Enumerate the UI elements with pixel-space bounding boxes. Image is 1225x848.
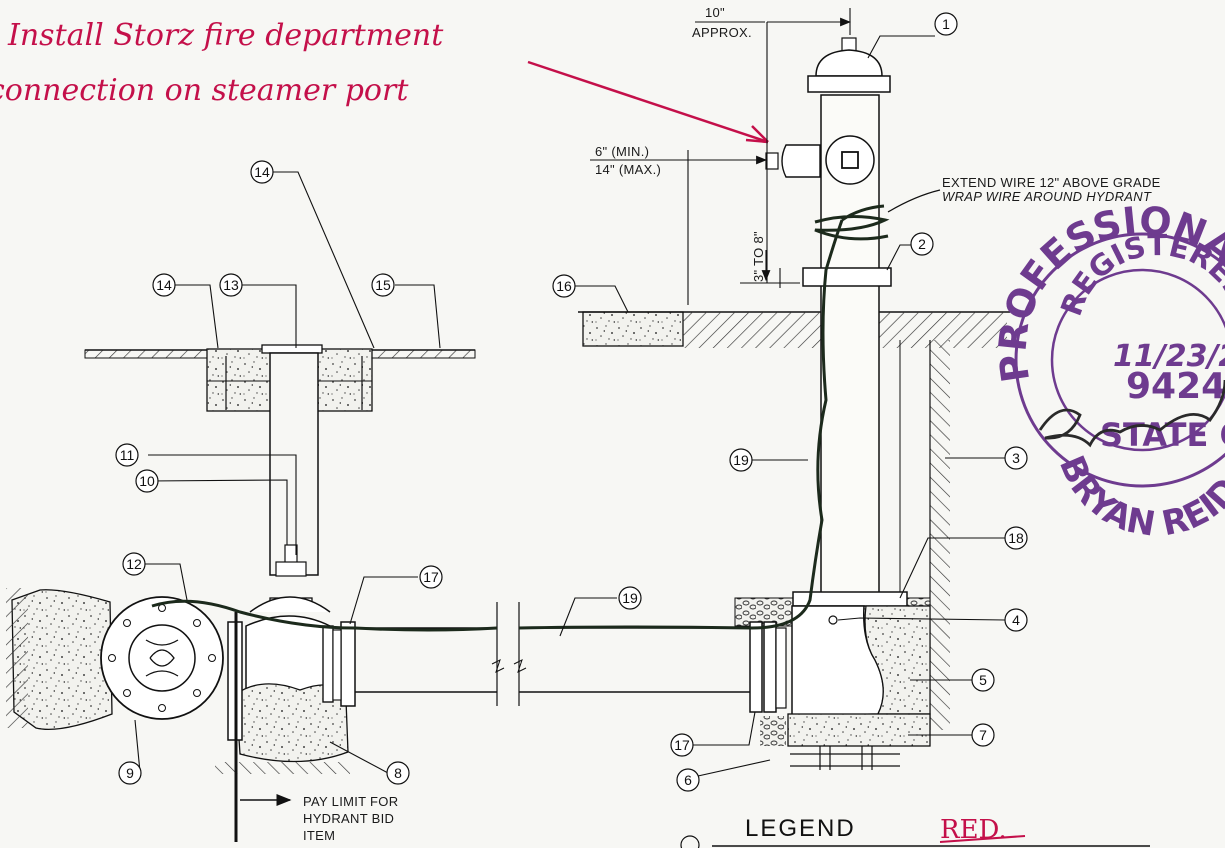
callout-10: 10 <box>139 473 155 489</box>
callout-9: 9 <box>126 765 134 781</box>
steamer-port <box>825 135 875 185</box>
stamp-name: BRYAN REID <box>1051 450 1225 545</box>
lateral-pipe <box>355 602 752 706</box>
callout-14b: 14 <box>254 164 270 180</box>
callout-5: 5 <box>979 672 987 688</box>
hydrant-bonnet <box>815 49 883 77</box>
fire-hydrant <box>578 37 1010 770</box>
dimension-labels: 10" APPROX. 6" (MIN.) 14" (MAX.) 3" TO 8… <box>590 5 766 282</box>
callout-numbers: 1 2 3 4 5 6 7 8 9 10 11 12 13 14 14 15 1… <box>120 16 1024 788</box>
legend-title: LEGEND <box>745 815 856 842</box>
callouts <box>134 35 1006 781</box>
stamp-number: 9424 <box>1126 366 1225 407</box>
dim-side-min: 6" (MIN.) <box>595 144 649 159</box>
note-wire-wrap: WRAP WIRE AROUND HYDRANT <box>942 189 1152 204</box>
callout-1: 1 <box>942 16 950 32</box>
dim-side-max: 14" (MAX.) <box>595 162 661 177</box>
callout-15: 15 <box>375 277 391 293</box>
callout-16: 16 <box>556 278 572 294</box>
callout-7: 7 <box>979 727 987 743</box>
callout-17a: 17 <box>423 569 439 585</box>
pay-limit-line-2: HYDRANT BID <box>303 811 394 826</box>
signature <box>1038 379 1225 448</box>
hose-nozzle <box>781 144 821 178</box>
note-wire-extend: EXTEND WIRE 12" ABOVE GRADE <box>942 175 1161 190</box>
callout-19a: 19 <box>622 590 638 606</box>
callout-14a: 14 <box>156 277 172 293</box>
callout-4: 4 <box>1012 612 1020 628</box>
callout-2: 2 <box>918 236 926 252</box>
valve-box-lid <box>261 344 323 354</box>
note-arrow-line <box>527 60 769 144</box>
handwritten-note: Install Storz fire department connection… <box>0 18 769 144</box>
callout-11: 11 <box>120 447 135 463</box>
pay-limit-line-3: ITEM <box>303 828 335 843</box>
valve-assembly <box>6 344 476 842</box>
pay-limit-line-1: PAY LIMIT FOR <box>303 794 398 809</box>
legend-area: LEGEND RED. <box>680 815 1150 848</box>
callout-17b: 17 <box>674 737 690 753</box>
note-line-1: Install Storz fire department <box>7 18 444 53</box>
callout-18: 18 <box>1008 530 1024 546</box>
tracer-wire <box>151 204 890 632</box>
dimensions <box>687 8 852 305</box>
callout-3: 3 <box>1012 450 1020 466</box>
callout-6: 6 <box>684 772 692 788</box>
note-arrow-head <box>745 125 769 144</box>
stamp-state: STATE OF IDAHO <box>1100 416 1225 454</box>
note-line-2: connection on steamer port <box>0 73 409 108</box>
callout-bubbles <box>115 12 1028 792</box>
callout-19b: 19 <box>733 452 749 468</box>
stamp-date: 11/23/20 <box>1113 339 1225 374</box>
callout-8: 8 <box>394 765 402 781</box>
callout-13: 13 <box>223 277 239 293</box>
dim-vertical: 3" TO 8" <box>751 231 766 282</box>
dim-top-label: APPROX. <box>692 25 752 40</box>
dim-top-value: 10" <box>705 5 725 20</box>
valve-box-riser <box>269 352 319 576</box>
notes: EXTEND WIRE 12" ABOVE GRADE WRAP WIRE AR… <box>240 175 1161 843</box>
callout-12: 12 <box>126 556 142 572</box>
breakaway-flange <box>802 267 892 287</box>
